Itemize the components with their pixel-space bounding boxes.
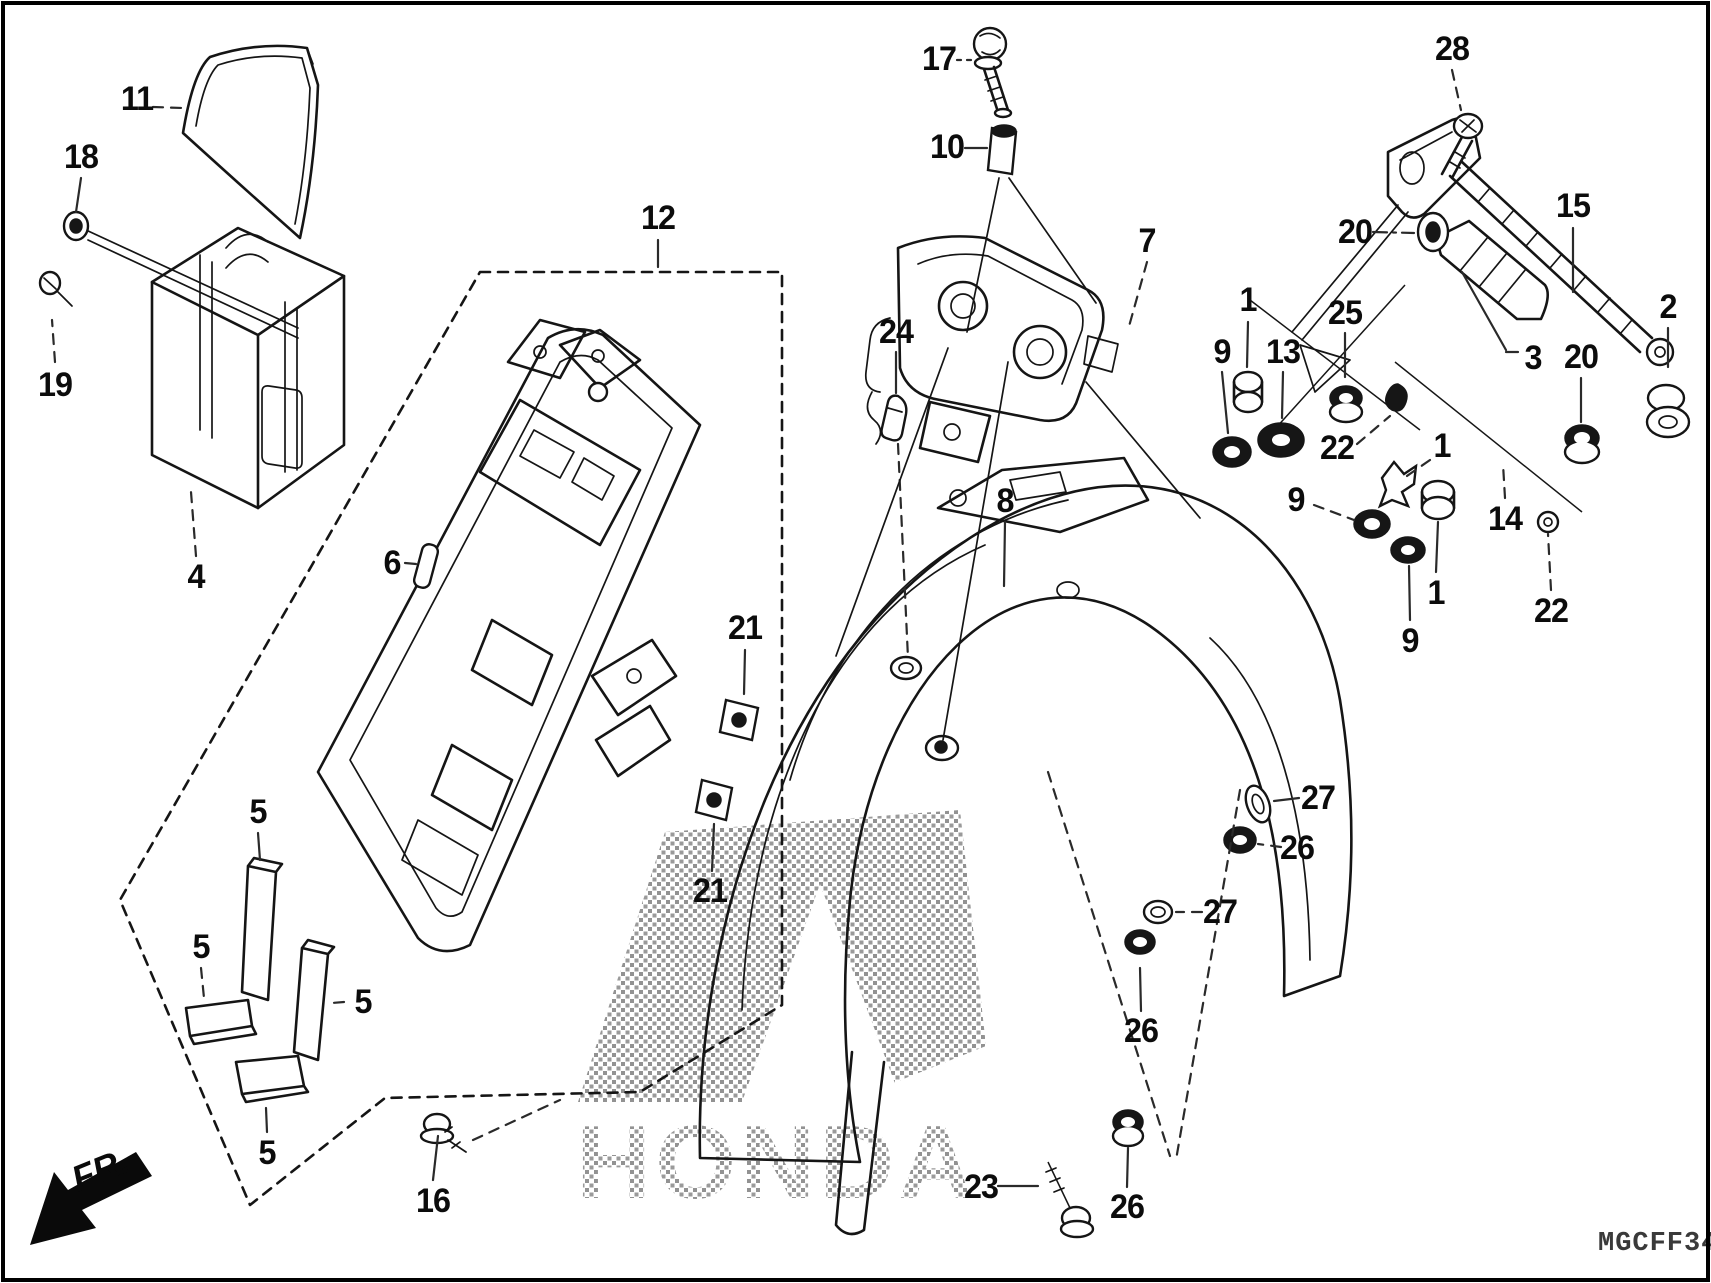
diagram-part-code: MGCFF3400 (1598, 1229, 1711, 1259)
part-number-label-5-d: 5 (258, 1134, 276, 1172)
part-number-label-9-b: 9 (1287, 481, 1305, 519)
part-number-label-3: 3 (1524, 339, 1542, 377)
part-number-label-9-c: 9 (1401, 622, 1419, 660)
part-box-4 (38, 210, 346, 510)
part-number-label-20-b: 20 (1563, 338, 1599, 376)
part-number-label-5-a: 5 (249, 793, 267, 831)
part-number-label-26-c: 26 (1109, 1188, 1145, 1226)
part-number-label-17: 17 (921, 40, 957, 78)
part-bolt-17 (972, 26, 1013, 119)
part-number-label-27-b: 27 (1202, 893, 1238, 931)
arrow-icon (30, 1152, 152, 1245)
honda-watermark: HONDA (576, 810, 986, 1221)
part-number-label-8: 8 (996, 482, 1014, 520)
part-number-label-1-a: 1 (1239, 281, 1257, 319)
part-number-label-22-a: 22 (1319, 429, 1355, 467)
part-number-label-2: 2 (1659, 288, 1677, 326)
watermark-text: HONDA (576, 1105, 977, 1221)
part-number-label-7: 7 (1138, 222, 1156, 260)
part-taillight-bracket-7 (864, 235, 1119, 464)
part-number-label-5-b: 5 (192, 928, 210, 966)
part-number-label-1-c: 1 (1427, 574, 1445, 612)
part-collar-10 (986, 124, 1018, 176)
part-pads-5 (184, 856, 336, 1104)
part-number-label-26-b: 26 (1123, 1012, 1159, 1050)
part-number-label-24: 24 (878, 313, 914, 351)
part-number-label-11: 11 (120, 80, 154, 118)
fr-direction-arrow: FR. (30, 1140, 152, 1245)
part-number-label-9-a: 9 (1213, 333, 1231, 371)
part-number-label-27-a: 27 (1300, 779, 1336, 817)
part-number-label-10: 10 (929, 128, 965, 166)
part-number-label-4: 4 (187, 558, 205, 596)
part-number-label-21-a: 21 (727, 609, 763, 647)
part-cone-24 (880, 394, 908, 442)
part-number-label-16: 16 (415, 1182, 451, 1220)
part-number-label-22-b: 22 (1533, 592, 1569, 630)
part-number-label-21-b: 21 (692, 872, 728, 910)
part-number-label-25: 25 (1327, 294, 1363, 332)
part-number-label-23: 23 (963, 1168, 999, 1206)
part-number-label-19: 19 (37, 366, 73, 404)
part-number-label-20-a: 20 (1337, 213, 1373, 251)
part-hardware-cluster (1045, 211, 1601, 1239)
part-grab-rail-12 (316, 318, 760, 1153)
leader-lines (50, 58, 1670, 1189)
part-number-label-13: 13 (1265, 333, 1301, 371)
part-cover-11 (181, 44, 320, 240)
part-stay-assembly-15 (1249, 112, 1691, 513)
part-number-label-15: 15 (1555, 187, 1591, 225)
part-number-label-5-c: 5 (354, 983, 372, 1021)
part-number-label-18: 18 (63, 138, 99, 176)
part-number-label-12: 12 (640, 199, 676, 237)
part-number-label-1-b: 1 (1433, 427, 1451, 465)
part-number-label-26-a: 26 (1279, 829, 1315, 867)
dashed-boundary (118, 270, 784, 1207)
part-number-label-28: 28 (1434, 30, 1470, 68)
part-number-label-6: 6 (383, 544, 401, 582)
part-rear-fender-8 (698, 456, 1353, 1236)
part-number-label-14: 14 (1487, 500, 1523, 538)
